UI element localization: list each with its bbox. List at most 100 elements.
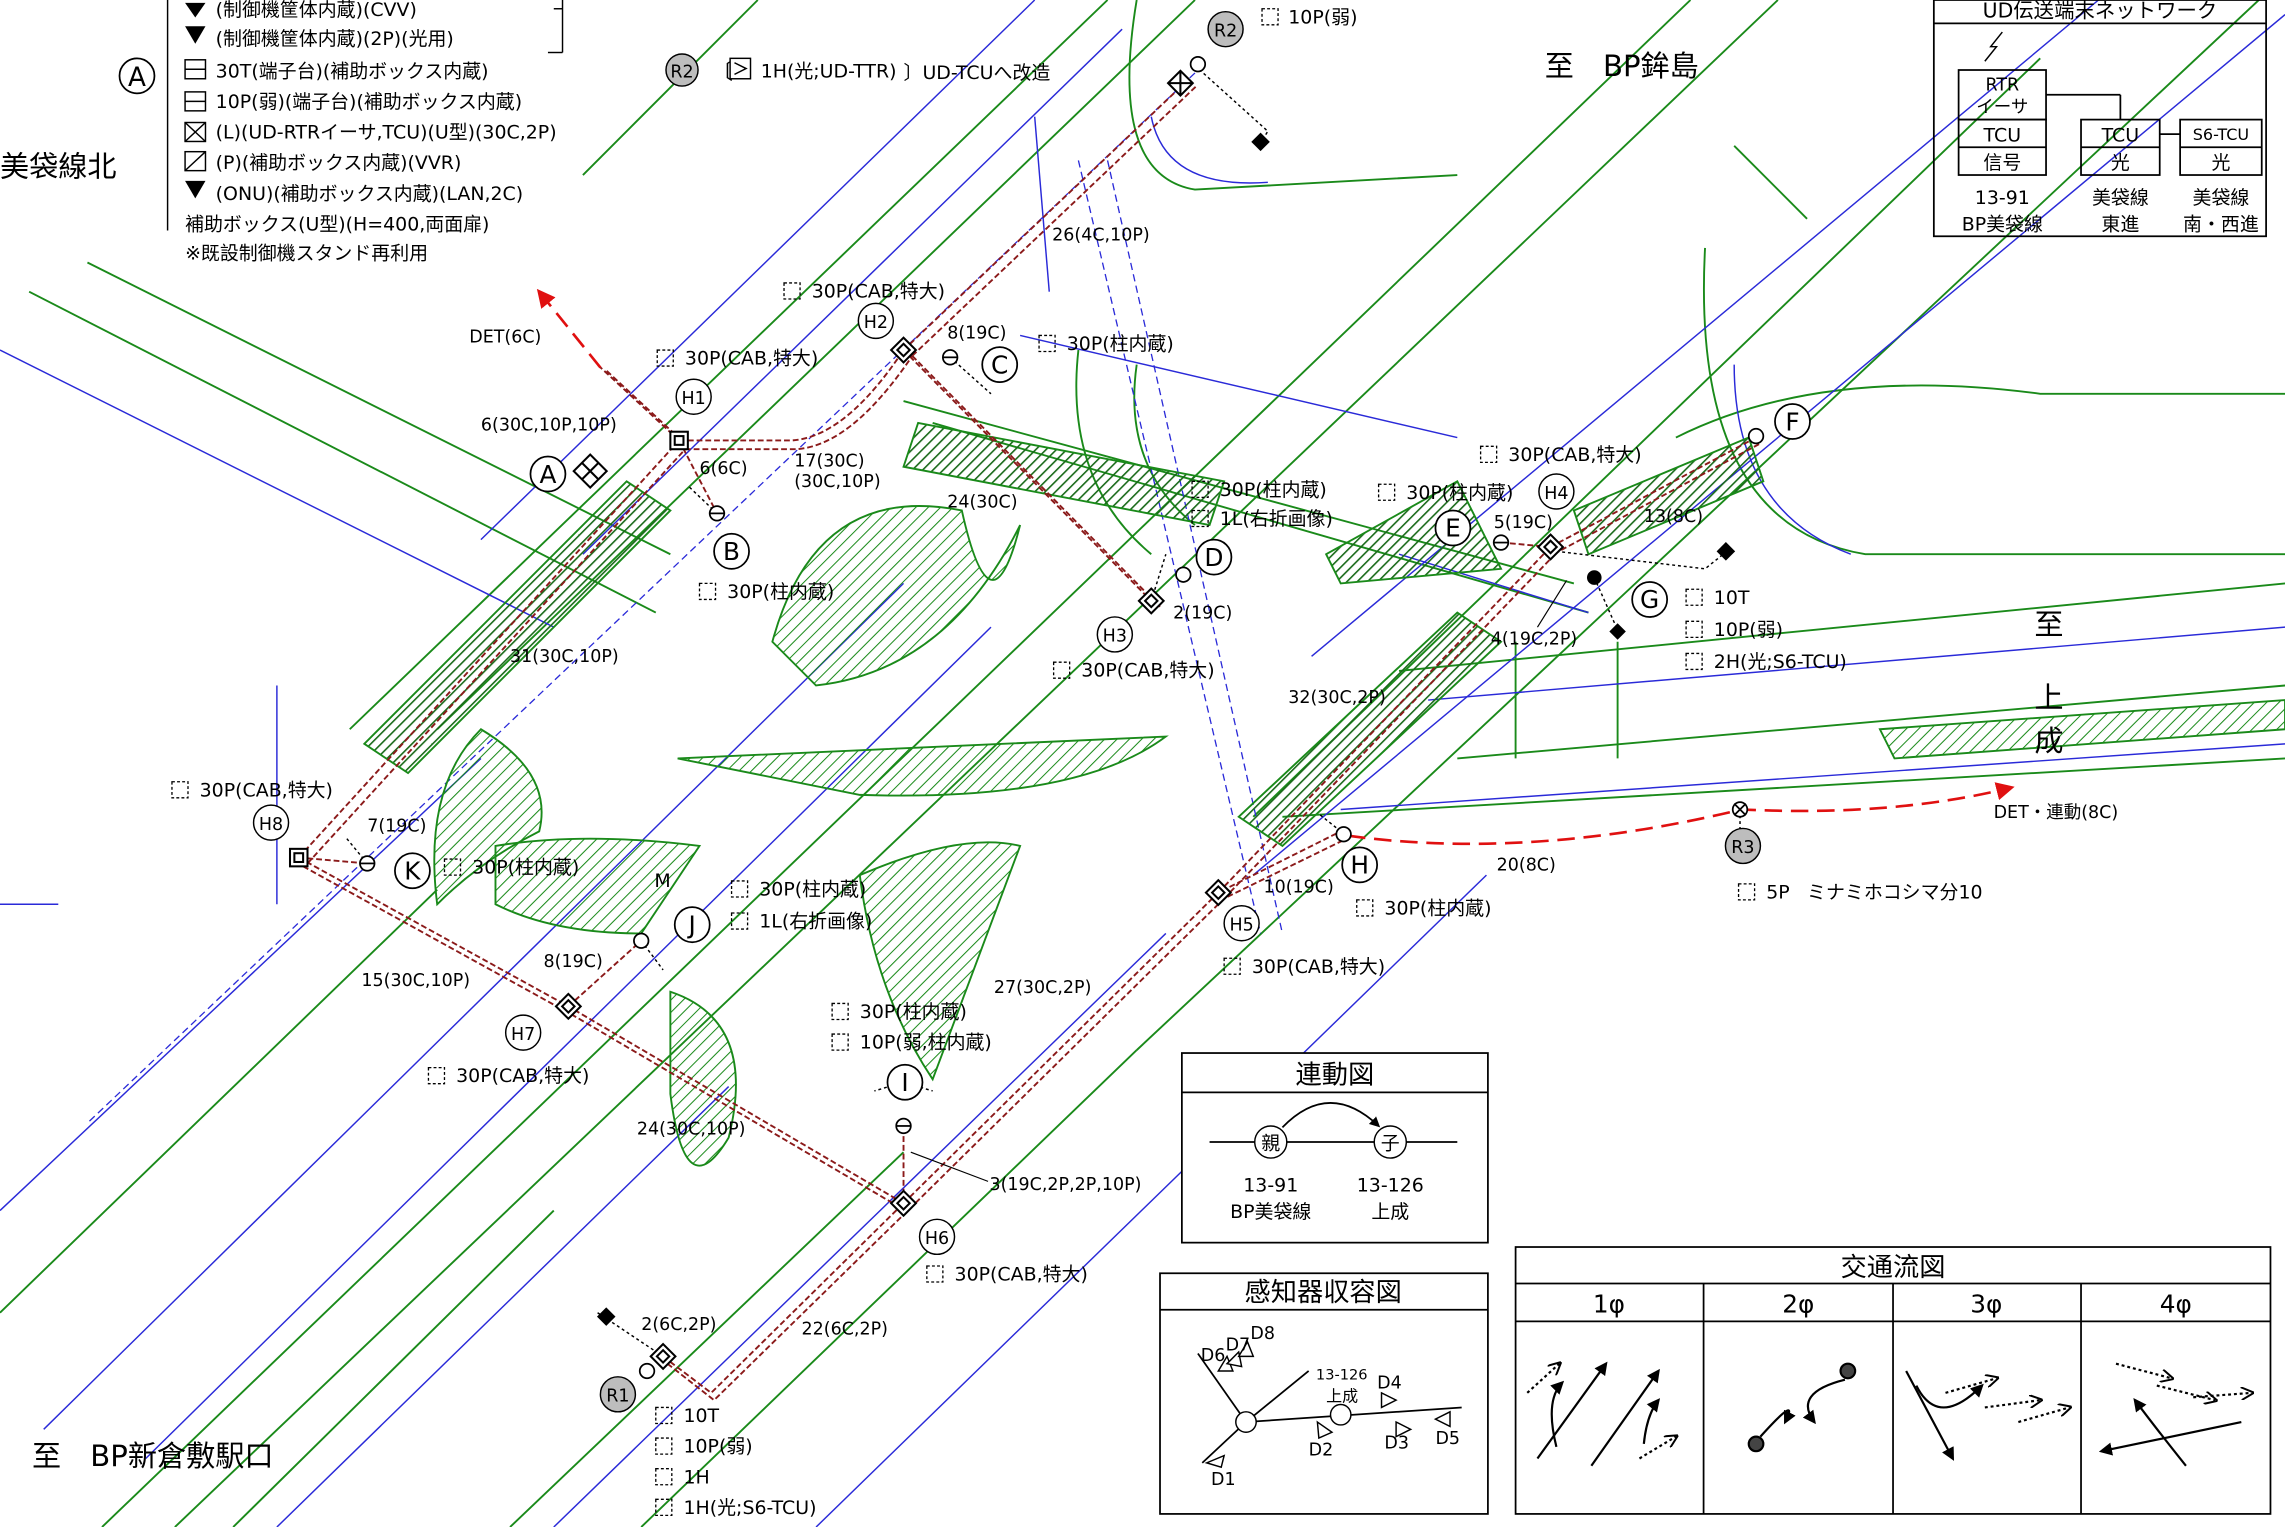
annotation-g-10p: 10P(弱) <box>1714 619 1783 641</box>
detector-sub-node <box>1329 1403 1352 1426</box>
cable-15: 15(30C,10P) <box>361 971 470 991</box>
traffic-phase-2: 2φ <box>1782 1290 1814 1319</box>
phase-3-arrows-icon <box>1905 1370 2069 1461</box>
signal-h-label: H <box>1350 851 1369 880</box>
annotation-d-pole: 30P(柱内蔵) <box>1220 479 1327 501</box>
tcu2-label: TCU <box>2101 124 2140 146</box>
cable-4-g: 4(19C,2P) <box>1491 630 1577 650</box>
direction-north: 至 BP鉾島 <box>1545 49 1699 83</box>
signal-e-label: E <box>1445 514 1461 543</box>
annotation-r1-1h-optical: 1H(光;S6-TCU) <box>683 1497 816 1519</box>
callout-lines <box>910 580 1568 1182</box>
handhole-h2-label: H2 <box>864 313 888 333</box>
linkage-parent-node <box>1254 1125 1288 1159</box>
cable-10-h: 10(19C) <box>1263 878 1333 898</box>
device-markers <box>596 132 1736 1326</box>
annotation-h5-cab: 30P(CAB,特大) <box>1252 956 1385 978</box>
handhole-h4-label: H4 <box>1544 484 1568 504</box>
tcu3-direction: 南・西進 <box>2183 213 2259 235</box>
linkage-title: 連動図 <box>1296 1061 1375 1091</box>
detector-title: 感知器収容図 <box>1245 1278 1402 1308</box>
annotation-h2-cab: 30P(CAB,特大) <box>812 281 945 303</box>
r2-note-item: 1H(光;UD-TTR) <box>761 60 897 82</box>
annotation-r1-10p: 10P(弱) <box>683 1436 752 1458</box>
remote-r1-label: R1 <box>606 1387 629 1407</box>
linkage-parent-label: 親 <box>1261 1132 1280 1154</box>
annotation-g-10t: 10T <box>1714 587 1750 609</box>
r2-bracket-open: 〔 <box>711 60 733 85</box>
terminal-box-weak-icon <box>184 91 207 112</box>
legend-item-2: (制御機筐体内蔵)(2P)(光用) <box>216 28 454 50</box>
tcu2-direction: 東進 <box>2101 213 2139 235</box>
triangle-icon <box>185 2 206 18</box>
annotation-j-pole: 30P(柱内蔵) <box>759 879 866 901</box>
cable-26: 26(4C,10P) <box>1052 226 1150 246</box>
cable-det-linkage: DET・連動(8C) <box>1994 803 2119 823</box>
cable-22: 22(6C,2P) <box>802 1320 888 1340</box>
triangle-icon <box>185 180 206 199</box>
annotation-j-rightturn: 1L(右折画像) <box>759 911 872 933</box>
annotation-k-pole: 30P(柱内蔵) <box>472 857 579 879</box>
signal-i-label: I <box>901 1068 908 1097</box>
annotation-i-pole: 30P(柱内蔵) <box>860 1001 967 1023</box>
legend-item-5: (L)(UD-RTRイーサ,TCU)(U型)(30C,2P) <box>216 122 557 144</box>
handhole-h8-label: H8 <box>259 815 283 835</box>
phase-2-arrows-icon <box>1747 1362 1857 1453</box>
annotation-d-rightturn: 1L(右折画像) <box>1220 508 1333 530</box>
annotation-e-pole: 30P(柱内蔵) <box>1406 482 1513 504</box>
conduits <box>298 79 1761 1402</box>
tcu1-id: 13-91 <box>1975 187 2030 209</box>
cable-5-e: 5(19C) <box>1494 513 1553 533</box>
cable-20: 20(8C) <box>1497 856 1556 876</box>
handhole-markers <box>288 69 1565 1371</box>
cable-24-30c-10p: 24(30C,10P) <box>637 1120 746 1140</box>
legend-item-6: (P)(補助ボックス内蔵)(VVR) <box>216 152 462 174</box>
remote-labels: R1 R2 R3 <box>599 10 1762 1413</box>
detector-main-node <box>1235 1411 1257 1433</box>
rtr-ether-label: イーサ <box>1976 97 2028 117</box>
cable-6-main: 6(30C,10P,10P) <box>481 415 617 435</box>
annotation-r2-weak: 10P(弱) <box>1288 6 1357 28</box>
cable-17: 17(30C) <box>794 452 864 472</box>
tcu2-route: 美袋線 <box>2092 187 2149 209</box>
traffic-flow-box: 交通流図 1φ 2φ 3φ 4φ <box>1514 1246 2272 1515</box>
linkage-child-name: 上成 <box>1371 1201 1409 1223</box>
legend-item-8: 補助ボックス(U型)(H=400,両面扉) <box>185 213 489 235</box>
linkage-parent-id: 13-91 <box>1243 1175 1298 1197</box>
traffic-phase-4: 4φ <box>2160 1290 2192 1319</box>
remote-r2-legend <box>665 53 699 87</box>
signal-b-label: B <box>723 537 740 566</box>
signal-a-label: A <box>539 460 556 489</box>
phase-4-arrows-icon <box>2098 1362 2251 1467</box>
r2-note-close: 〕UD-TCUへ改造 <box>904 62 1051 84</box>
detector-node-name: 上成 <box>1326 1387 1358 1406</box>
tcu2-type: 光 <box>2111 152 2130 174</box>
remote-r2-legend-label: R2 <box>670 62 693 82</box>
annotation-b-pole: 30P(柱内蔵) <box>727 581 834 603</box>
linkage-parent-name: BP美袋線 <box>1230 1201 1311 1223</box>
annotation-h1-cab: 30P(CAB,特大) <box>685 348 818 370</box>
annotation-texts: 10P(弱) 30P(CAB,特大) 30P(CAB,特大) 30P(柱内蔵) … <box>200 6 1983 1519</box>
tcu1-name: BP美袋線 <box>1962 213 2043 235</box>
annotation-h3-cab: 30P(CAB,特大) <box>1081 660 1214 682</box>
legend-item-4: 10P(弱)(端子台)(補助ボックス内蔵) <box>216 91 522 113</box>
signal-c-label: C <box>991 350 1008 379</box>
leader-lines <box>346 65 1741 1358</box>
annotation-r3-5p: 5P <box>1766 881 1789 903</box>
direction-south: 至 BP新倉敷駅口 <box>32 1439 273 1473</box>
signal-labels: A B C D E F G H I J K <box>394 346 1811 1101</box>
annotation-h8-cab: 30P(CAB,特大) <box>200 779 333 801</box>
signal-g-label: G <box>1640 585 1659 614</box>
slash-box-icon <box>184 150 207 172</box>
direction-east-1: 至 <box>2034 607 2063 641</box>
cable-2-d: 2(19C) <box>1173 603 1232 623</box>
traffic-title: 交通流図 <box>1841 1253 1946 1283</box>
detector-d1: D1 <box>1211 1470 1236 1490</box>
direction-east-3: 成 <box>2034 724 2063 758</box>
tcu1-label: TCU <box>1983 124 2022 146</box>
detector-d4: D4 <box>1377 1373 1402 1393</box>
annotation-h4-cab: 30P(CAB,特大) <box>1508 444 1641 466</box>
annotation-r3-name: ミナミホコシマ分10 <box>1807 881 1983 903</box>
traffic-phase-1: 1φ <box>1593 1290 1625 1319</box>
